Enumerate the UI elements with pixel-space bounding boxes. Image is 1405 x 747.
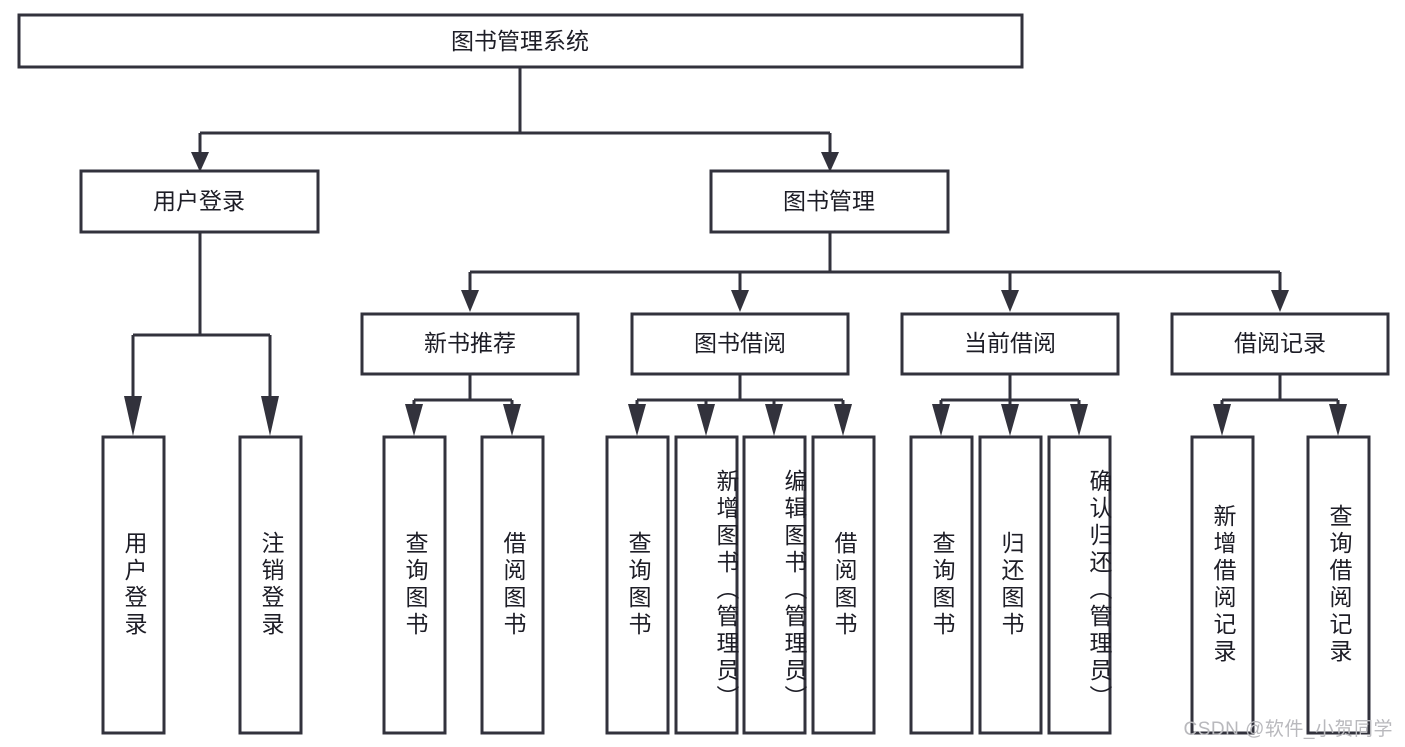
arrow-to-book-manage: [821, 152, 839, 172]
leaf-box-borrow-book-2[interactable]: [811, 435, 876, 735]
node-new-book-recommend[interactable]: [360, 312, 580, 376]
arrow-to-leaf-edit-book: [765, 404, 783, 436]
arrow-to-leaf-borrow-book-1: [503, 404, 521, 436]
node-root[interactable]: [17, 13, 1024, 69]
arrow-to-leaf-return-book: [1001, 404, 1019, 436]
leaf-box-edit-book[interactable]: [742, 435, 807, 735]
connectors-book-borrow-to-leaves: [628, 374, 852, 436]
arrow-to-leaf-logout-login: [261, 396, 279, 436]
connectors-new-book-recommend-to-leaves: [405, 374, 521, 436]
leaf-box-borrow-book-1[interactable]: [480, 435, 545, 735]
leaf-box-return-book[interactable]: [978, 435, 1043, 735]
csdn-watermark: CSDN @软件_小贺同学: [1183, 719, 1393, 740]
arrow-to-leaf-borrow-book-2: [834, 404, 852, 436]
node-book-borrow-label: 图书借阅: [694, 330, 786, 356]
connector-root: [198, 67, 832, 156]
arrow-to-leaf-user-login: [124, 396, 142, 436]
connector-borrow-record: [1220, 374, 1340, 410]
node-user-login-label: 用户登录: [153, 188, 245, 214]
node-book-manage[interactable]: [709, 169, 950, 234]
connectors-current-borrow-to-leaves: [932, 374, 1088, 436]
arrow-to-book-borrow: [731, 290, 749, 312]
connectors-book-manage-to-level3: [461, 232, 1289, 312]
node-current-borrow[interactable]: [900, 312, 1120, 376]
connector-new-book-recommend: [412, 374, 514, 410]
node-new-book-recommend-label: 新书推荐: [424, 330, 516, 356]
arrow-to-user-login: [191, 152, 209, 172]
connector-book-manage: [468, 232, 1282, 294]
leaf-box-query-book-2[interactable]: [605, 435, 670, 735]
node-book-borrow[interactable]: [630, 312, 850, 376]
node-user-login[interactable]: [79, 169, 320, 234]
leaf-box-add-book[interactable]: [674, 435, 739, 735]
connectors-root-to-level2: [191, 67, 839, 172]
leaf-box-query-record[interactable]: [1306, 435, 1371, 735]
arrow-to-leaf-query-book-1: [405, 404, 423, 436]
connector-book-borrow: [635, 374, 845, 410]
arrow-to-leaf-add-book: [697, 404, 715, 436]
arrow-to-leaf-add-record: [1213, 404, 1231, 436]
leaf-box-confirm-return[interactable]: [1047, 435, 1112, 735]
node-book-manage-label: 图书管理: [783, 188, 875, 214]
arrow-to-leaf-confirm-return: [1070, 404, 1088, 436]
arrow-to-leaf-query-record: [1329, 404, 1347, 436]
leaf-box-query-book-1[interactable]: [382, 435, 447, 735]
connectors-user-login-to-leaves: [124, 232, 279, 436]
leaf-box-user-login[interactable]: [101, 435, 166, 735]
arrow-to-current-borrow: [1001, 290, 1019, 312]
node-borrow-record[interactable]: [1170, 312, 1390, 376]
arrow-to-new-book-recommend: [461, 290, 479, 312]
connector-user-login: [131, 232, 272, 398]
arrow-to-leaf-query-book-2: [628, 404, 646, 436]
node-current-borrow-label: 当前借阅: [964, 330, 1056, 356]
arrow-to-borrow-record: [1271, 290, 1289, 312]
node-root-label: 图书管理系统: [451, 28, 589, 54]
node-borrow-record-label: 借阅记录: [1234, 330, 1326, 356]
leaf-box-logout-login[interactable]: [238, 435, 303, 735]
connectors-borrow-record-to-leaves: [1213, 374, 1347, 436]
arrow-to-leaf-query-book-3: [932, 404, 950, 436]
leaf-box-query-book-3[interactable]: [909, 435, 974, 735]
leaf-box-add-record[interactable]: [1190, 435, 1255, 735]
